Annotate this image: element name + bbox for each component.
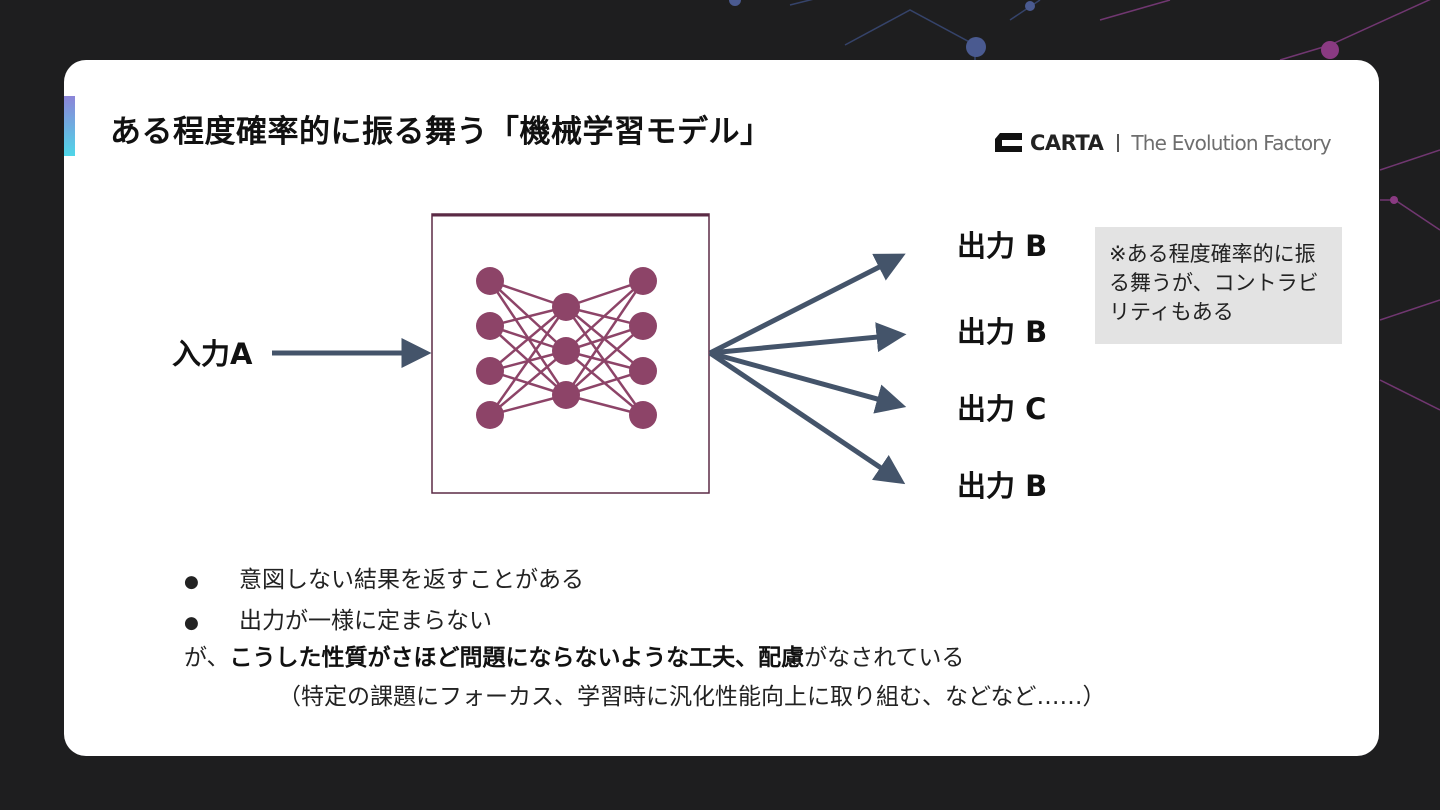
brand-name: CARTA [1030,131,1104,155]
input-label: 入力A [172,337,253,371]
slide-card: ある程度確率的に振る舞う「機械学習モデル」 CARTA The Evolutio… [64,60,1379,756]
neural-network-icon [476,267,657,429]
carta-logo-icon [995,133,1022,152]
bullet-marker: ● [184,572,199,592]
summary-detail: （特定の課題にフォーカス、学習時に汎化性能向上に取り組む、などなど……） [278,684,1106,710]
bullet-marker: ● [184,613,199,633]
output-arrow-1 [708,253,906,356]
output-label-4: 出力 B [957,469,1047,503]
summary-line: が、こうした性質がさほど問題にならないような工夫、配慮がなされている [184,639,964,678]
brand-logo-block: CARTA The Evolution Factory [992,128,1332,158]
summary-prefix: が、 [184,645,230,671]
output-arrow-3 [709,350,907,414]
output-arrow-2 [709,322,907,356]
output-label-2: 出力 B [957,315,1047,349]
summary-emphasis: こうした性質がさほど問題にならないような工夫、配慮 [229,645,805,671]
output-label-1: 出力 B [957,229,1047,263]
bullet-item: ● 出力が一様に定まらない [184,602,584,643]
output-label-3: 出力 C [957,392,1046,426]
output-arrow-4 [708,350,906,485]
summary-suffix: がなされている [804,645,965,671]
brand-tagline: The Evolution Factory [1131,131,1331,155]
bullet-item: ● 意図しない結果を返すことがある [184,561,584,602]
slide-title: ある程度確率的に振る舞う「機械学習モデル」 [110,114,772,150]
bullet-list: ● 意図しない結果を返すことがある ● 出力が一様に定まらない [184,561,584,643]
bullet-text: 意図しない結果を返すことがある [239,567,584,593]
bullet-text: 出力が一様に定まらない [239,608,492,634]
title-accent-bar [64,96,75,156]
brand-separator [1117,134,1120,152]
model-diagram: 入力A [172,213,1047,503]
note-box: ※ある程度確率的に振る舞うが、コントラビリティもある [1095,227,1342,344]
